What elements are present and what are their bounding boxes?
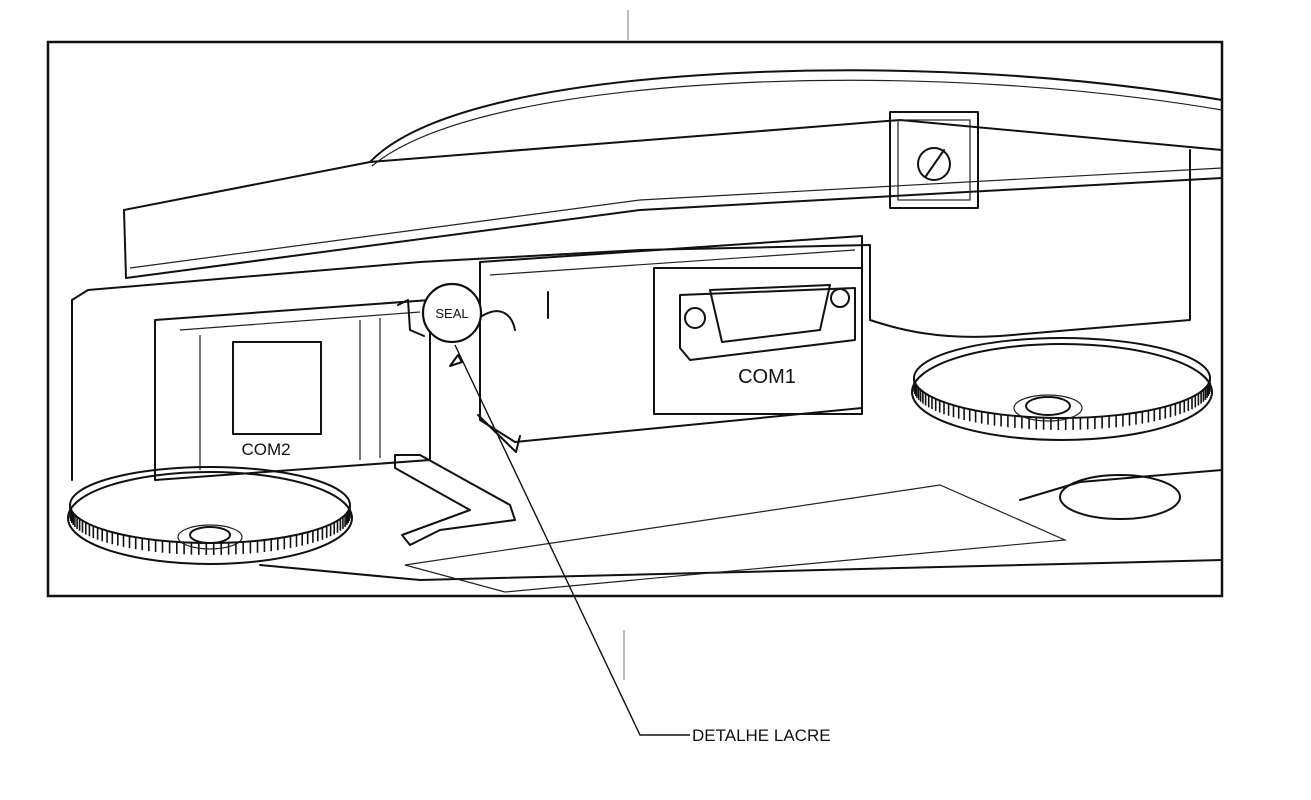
seal-label: SEAL	[435, 306, 468, 321]
right-leveling-foot	[911, 337, 1213, 441]
seal-circle	[421, 282, 483, 344]
left-leveling-foot	[67, 466, 353, 565]
callout-leader-line	[454, 344, 690, 736]
com2-label: COM2	[241, 440, 290, 459]
com1-label: COM1	[738, 366, 796, 388]
instrument-body	[71, 69, 1223, 593]
detail-frame	[46, 40, 1224, 598]
com2-port	[154, 299, 431, 481]
com1-port	[479, 235, 863, 443]
callout-label: DETALHE LACRE	[692, 726, 831, 745]
seal-detail: SEAL	[397, 282, 521, 453]
